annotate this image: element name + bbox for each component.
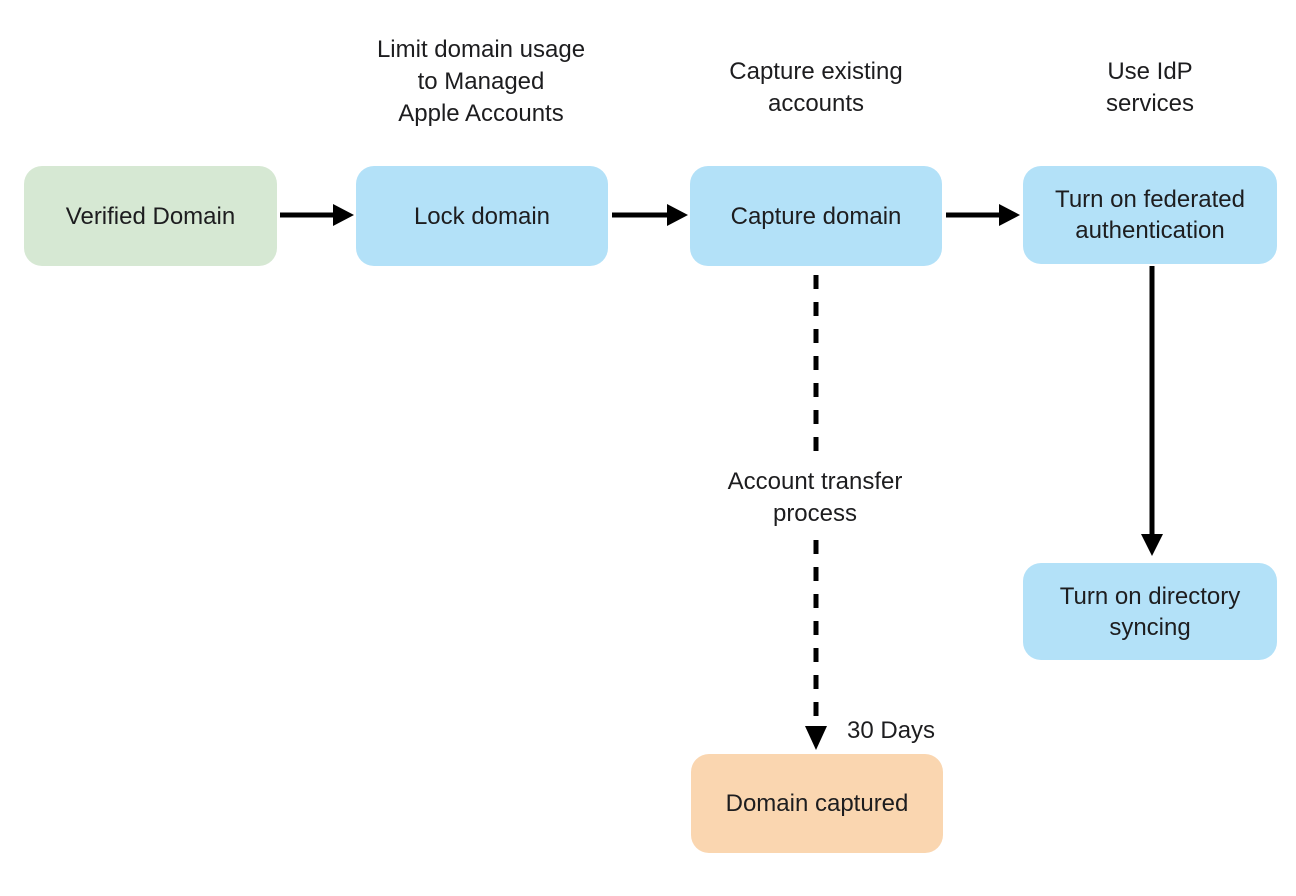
arrow-verified-to-lock [280,204,354,226]
node-turn-on-directory-syncing: Turn on directory syncing [1023,563,1277,660]
annotation-use-idp-services: Use IdP services [1105,58,1195,117]
arrow-lock-to-capture [612,204,688,226]
node-turn-on-federated-authentication: Turn on federated authentication [1023,166,1277,264]
arrow-federated-to-syncing [1141,266,1163,556]
node-capture-domain: Capture domain [690,166,942,266]
node-verified-domain: Verified Domain [24,166,277,266]
node-domain-captured: Domain captured [691,754,943,853]
annotation-capture-existing-accounts: Capture existing accounts [729,58,903,117]
node-lock-domain: Lock domain [356,166,608,266]
annotation-30-days: 30 Days [847,717,936,744]
annotation-account-transfer-process: Account transfer process [727,468,903,527]
arrow-capture-to-federated [946,204,1020,226]
annotation-limit-domain-usage: Limit domain usage to Managed Apple Acco… [376,36,586,127]
